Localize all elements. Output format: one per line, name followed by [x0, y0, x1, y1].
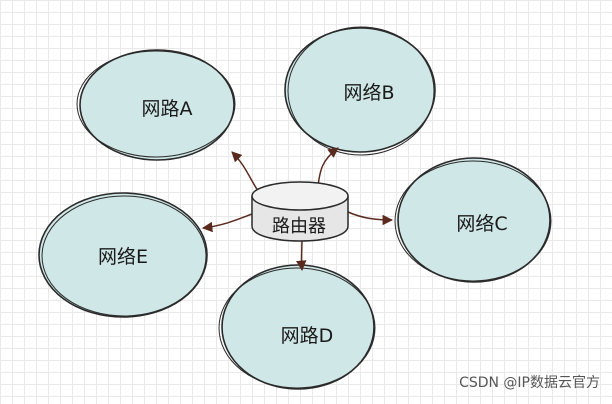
network-b-label: 网络B: [343, 82, 394, 104]
watermark-text: CSDN @IP数据云官方: [459, 372, 600, 392]
network-a-node: 网路A: [77, 50, 235, 160]
network-a-label: 网路A: [142, 98, 193, 120]
network-e-node: 网络E: [39, 193, 207, 317]
network-c-node: 网络C: [395, 158, 551, 282]
network-d-node: 网路D: [219, 265, 375, 389]
router-label: 路由器: [272, 216, 326, 237]
network-c-label: 网络C: [456, 213, 507, 235]
network-d-label: 网路D: [281, 325, 334, 347]
arrow-to-network-c: [348, 212, 392, 220]
network-e-label: 网络E: [98, 246, 148, 268]
router-node: 路由器: [252, 182, 348, 241]
arrow-to-network-b: [318, 148, 338, 186]
arrow-to-network-e: [203, 214, 252, 228]
network-b-node: 网络B: [285, 27, 435, 155]
